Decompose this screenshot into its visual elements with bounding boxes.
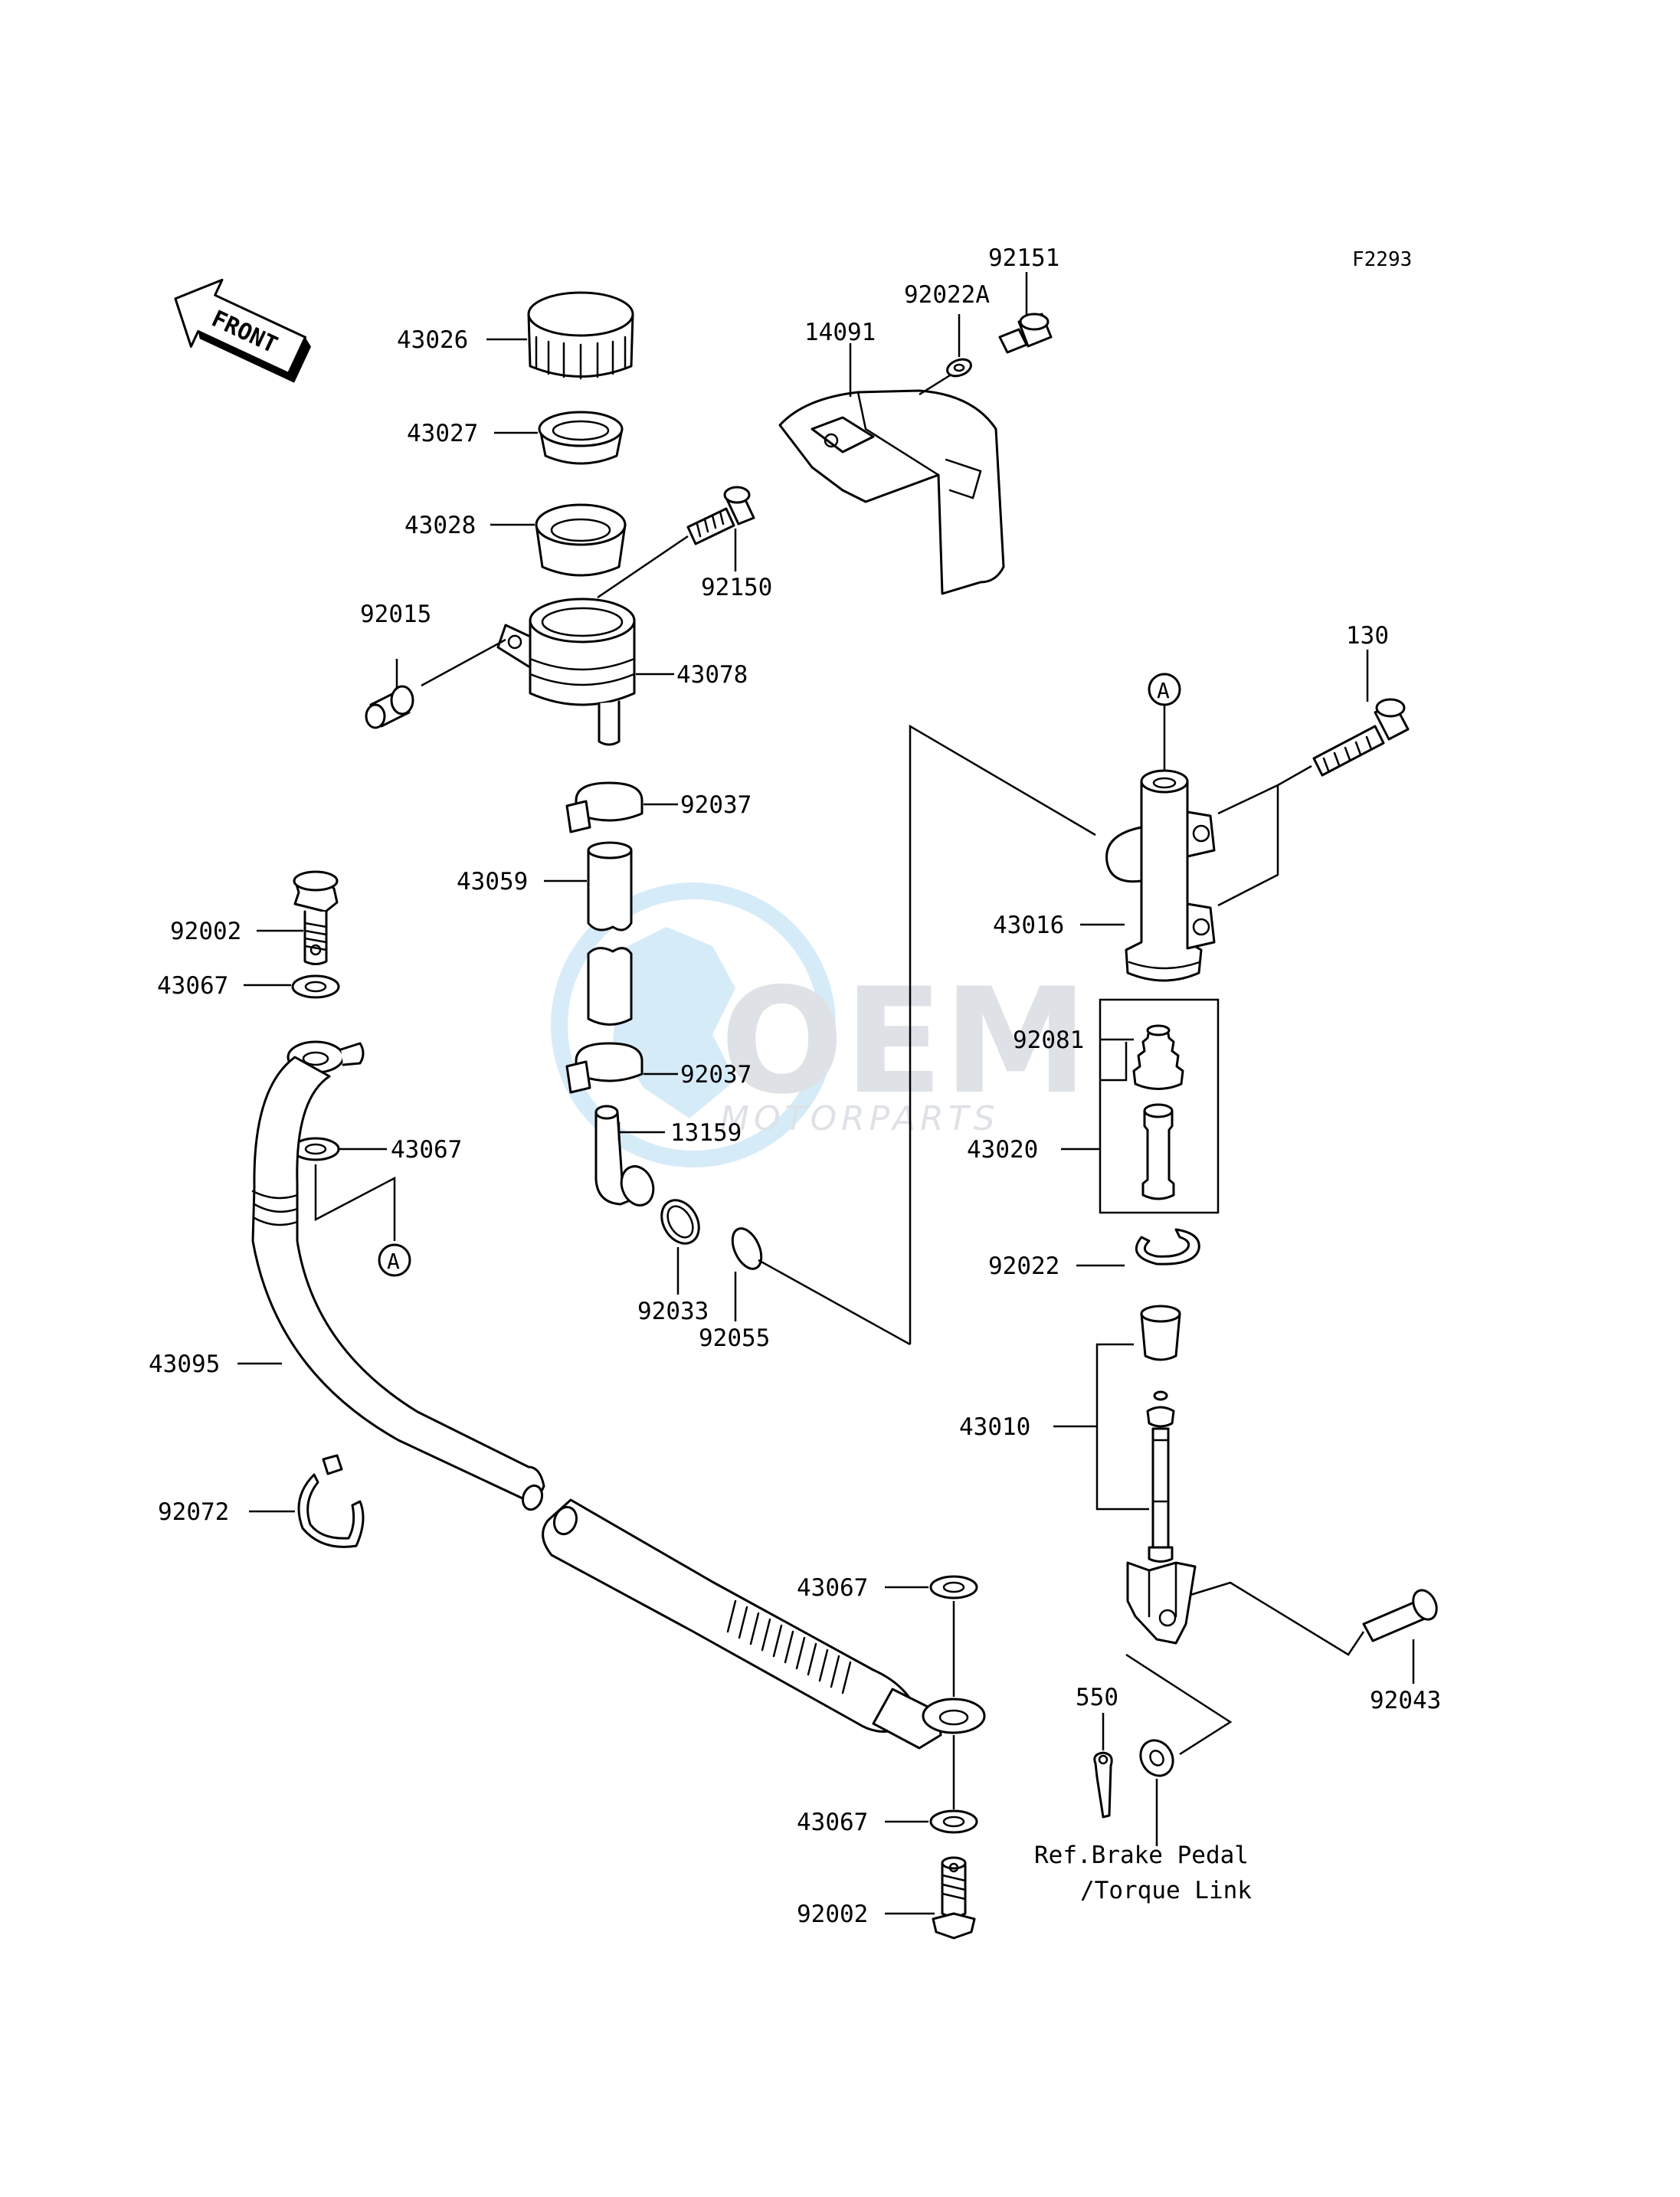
reference-note-line2: /Torque Link (1080, 1877, 1252, 1904)
ref-a-top-label: A (1157, 678, 1170, 703)
diagram-code: F2293 (1352, 248, 1412, 271)
label-92022A: 92022A (904, 281, 990, 309)
label-92015: 92015 (360, 601, 431, 628)
label-92043: 92043 (1370, 1687, 1441, 1714)
watermark: OEM MOTORPARTS (551, 882, 1088, 1167)
washer-43067-lower-1 (929, 1575, 978, 1599)
hose-clamp-92072 (297, 1454, 365, 1548)
front-arrow-icon: FRONT (174, 278, 311, 383)
label-43078: 43078 (676, 661, 748, 689)
banjo-bolt-92002-lower (932, 1856, 976, 1940)
ref-a-bottom-bracket (314, 1164, 396, 1241)
label-130: 130 (1346, 622, 1389, 650)
washer-92022A (946, 358, 972, 378)
clamp-92037-lower (565, 1042, 644, 1094)
ref-circle-a-bottom: A (378, 1243, 411, 1277)
label-43067-lower-2: 43067 (797, 1809, 868, 1836)
label-92022: 92022 (988, 1252, 1059, 1280)
pin-leader-92043 (1190, 1581, 1365, 1656)
bolt-130 (1312, 698, 1410, 777)
cotter-pin-550 (1093, 1751, 1113, 1819)
master-cylinder-body-43016 (1105, 769, 1216, 982)
circlip-92022 (1135, 1228, 1200, 1265)
label-43020: 43020 (967, 1136, 1038, 1164)
reference-note-line1: Ref.Brake Pedal (1034, 1842, 1249, 1869)
washer-leader-bracket (1125, 1653, 1233, 1756)
watermark-brand: OEM (720, 957, 1088, 1126)
label-92033: 92033 (637, 1298, 709, 1325)
label-43010: 43010 (959, 1413, 1030, 1441)
label-550: 550 (1076, 1684, 1118, 1711)
diaphragm-43028 (535, 503, 627, 577)
ref-circle-a-top: A (1148, 673, 1181, 706)
label-43027: 43027 (407, 420, 478, 447)
label-92002-upper: 92002 (170, 918, 241, 945)
label-92037-upper: 92037 (680, 791, 752, 819)
assembly-bracket-line (909, 724, 1096, 1344)
label-43028: 43028 (404, 512, 476, 539)
reservoir-43078 (496, 598, 636, 746)
hose-43059 (587, 841, 633, 1026)
label-92151: 92151 (988, 244, 1059, 272)
diaphragm-plate-43027 (538, 411, 624, 465)
label-13159: 13159 (670, 1119, 742, 1147)
label-43016: 43016 (993, 912, 1064, 939)
label-14091: 14091 (804, 319, 876, 346)
banjo-bolt-92002-upper (293, 870, 339, 965)
reservoir-cap-43026 (527, 291, 634, 380)
label-43026: 43026 (397, 326, 468, 354)
pin-92043 (1362, 1589, 1438, 1642)
label-92081: 92081 (1013, 1026, 1084, 1054)
o-ring-92055 (731, 1227, 763, 1270)
push-rod-assembly-43010 (1126, 1305, 1197, 1645)
push-rod-bracket-43010 (1095, 1343, 1149, 1511)
watermark-globe-icon (551, 882, 836, 1167)
label-92055: 92055 (699, 1324, 770, 1352)
watermark-sub: MOTORPARTS (720, 1099, 1000, 1138)
washer-pedal-link (1139, 1739, 1174, 1777)
label-43059: 43059 (457, 868, 528, 895)
bolt-92150 (686, 486, 755, 545)
ref-a-bottom-label: A (387, 1249, 400, 1274)
kit-bracket-43020 (1100, 1042, 1128, 1082)
washer-43067-upper-1 (291, 974, 340, 999)
bolt-92151 (998, 313, 1053, 354)
piston-43020 (1141, 1103, 1175, 1200)
label-92037-lower: 92037 (680, 1061, 752, 1089)
grommet-92015 (365, 685, 414, 729)
label-43095: 43095 (149, 1351, 220, 1378)
circlip-92033 (660, 1199, 700, 1245)
washer-43067-lower-2 (929, 1809, 978, 1834)
label-92150: 92150 (701, 574, 772, 601)
washer-43067-upper-2 (291, 1137, 340, 1161)
kit-box-43020 (1099, 998, 1220, 1214)
brake-hose-43095 (251, 1056, 986, 1750)
clamp-92037-upper (565, 781, 644, 833)
elbow-fitting-13159 (594, 1105, 655, 1207)
boot-92081 (1132, 1024, 1184, 1090)
label-43067-upper-1: 43067 (157, 972, 228, 1000)
label-43067-lower-1: 43067 (797, 1574, 868, 1602)
label-43067-upper-2: 43067 (391, 1136, 462, 1164)
label-92002-lower: 92002 (797, 1901, 868, 1928)
cover-14091 (778, 389, 1005, 595)
label-92072: 92072 (158, 1498, 229, 1526)
watermark-continent-shape (613, 927, 735, 1118)
bolt-130-bracket (1217, 784, 1279, 907)
